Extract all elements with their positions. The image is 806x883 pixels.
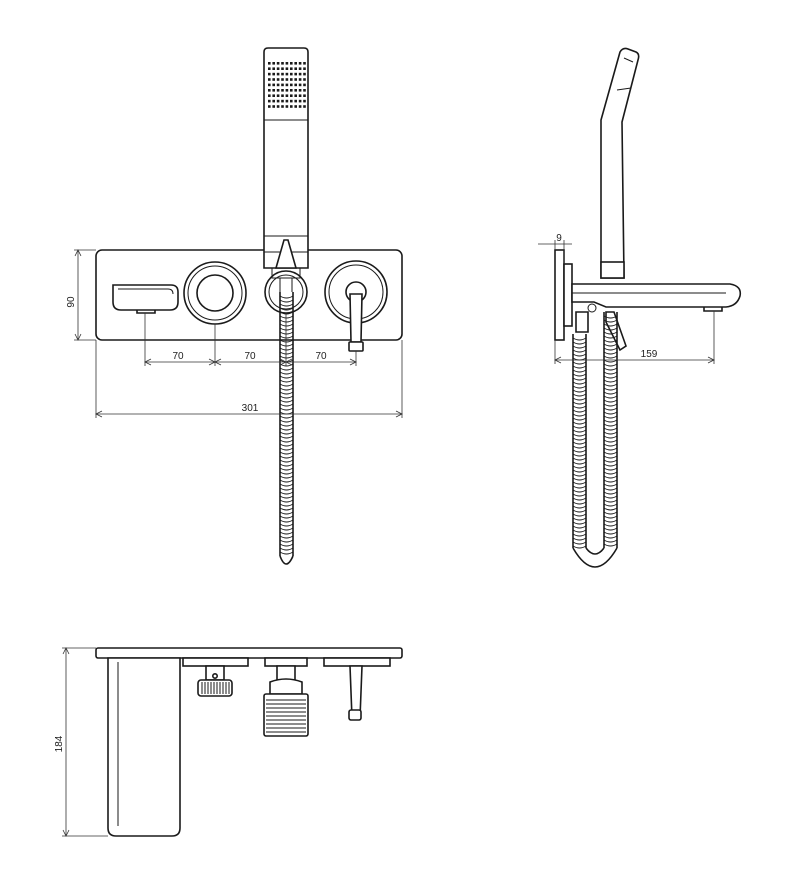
dim-depth-label: 184 <box>54 735 65 752</box>
dim-spout-projection-label: 159 <box>641 349 658 360</box>
side-hand-shower <box>600 47 640 279</box>
dim-height-label: 90 <box>66 296 77 308</box>
shower-nozzle-grid <box>268 62 306 108</box>
dim-spout-projection: 159 <box>554 311 715 364</box>
front-hand-shower <box>263 47 309 292</box>
front-view: 90 70 70 70 301 <box>66 47 403 565</box>
side-view: 9 159 <box>538 47 742 568</box>
front-hose-holder <box>264 270 308 314</box>
front-hose <box>279 292 294 565</box>
top-diverter <box>263 665 309 737</box>
front-left-knob <box>183 261 247 325</box>
dim-plate-offset: 9 <box>538 233 572 264</box>
dim-depth: 184 <box>54 647 108 837</box>
front-wall-plate <box>95 249 403 341</box>
dim-total-width-label: 301 <box>242 403 259 414</box>
top-left-knob <box>197 665 233 697</box>
dim-spacing-3-label: 70 <box>315 351 327 362</box>
front-shelf <box>112 284 179 314</box>
dim-spacing-2-label: 70 <box>244 351 256 362</box>
dim-plate-offset-label: 9 <box>556 233 562 244</box>
dim-total-width: 301 <box>95 340 403 418</box>
top-lever <box>348 665 363 721</box>
front-lever-mixer <box>324 260 388 352</box>
side-hose <box>572 312 618 568</box>
top-view: 184 <box>54 647 403 837</box>
side-spout <box>571 283 742 308</box>
top-spout <box>107 657 181 837</box>
dim-spacing-1-label: 70 <box>172 351 184 362</box>
dim-spacing: 70 70 70 <box>144 313 357 366</box>
dim-height: 90 <box>66 249 96 341</box>
